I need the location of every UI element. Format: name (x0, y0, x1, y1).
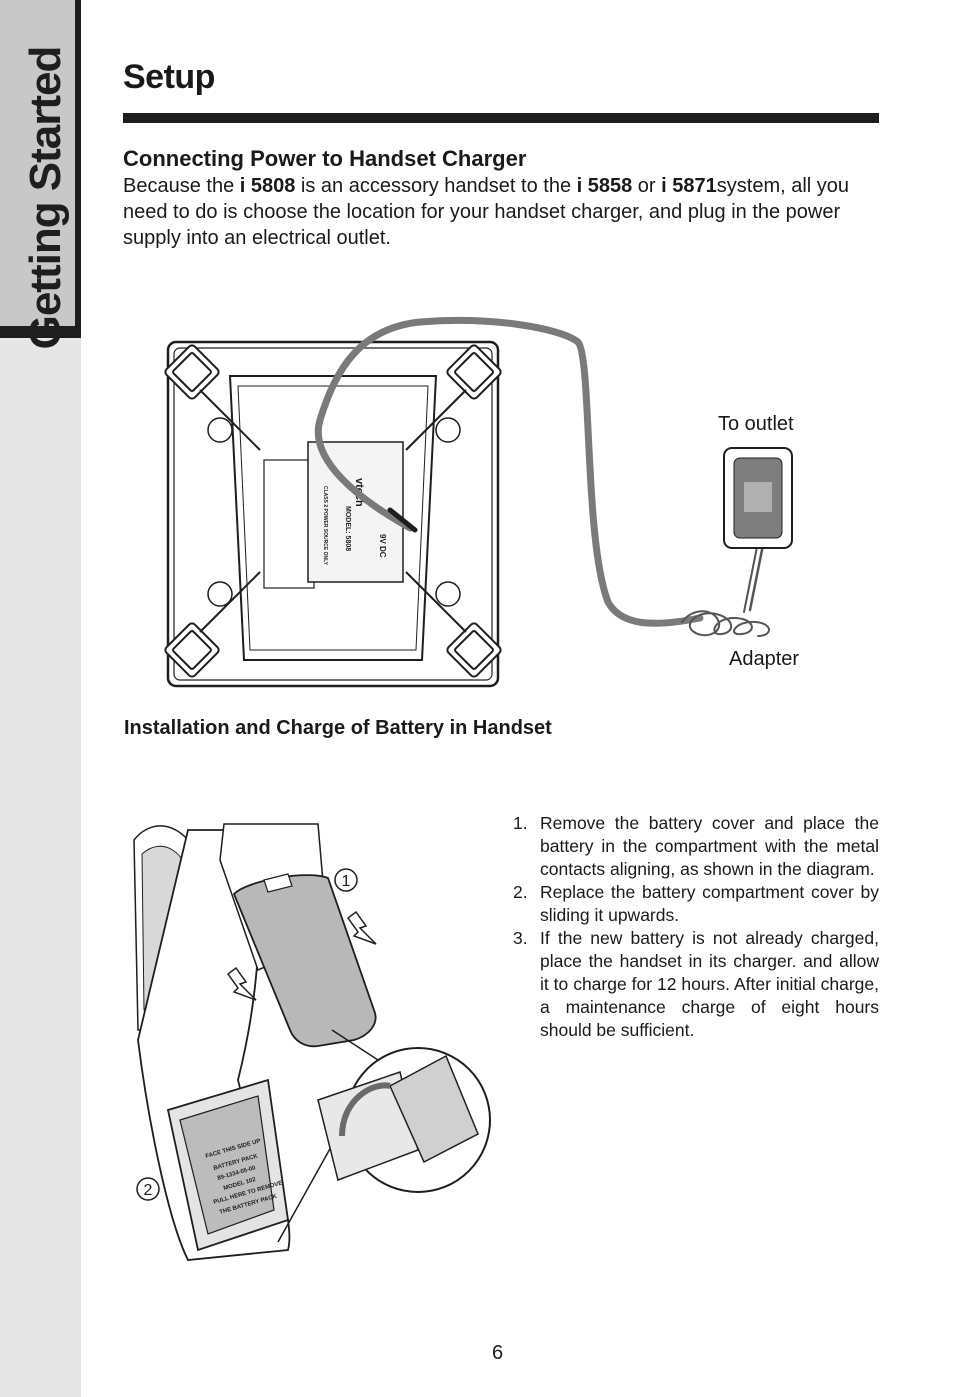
sidebar: Getting Started (0, 0, 81, 1397)
sidebar-label: Getting Started (21, 46, 70, 350)
model-base-1: i 5858 (576, 175, 633, 197)
step-number: 3. (513, 928, 528, 948)
charger-label-line-2: MODEL: 5808 (344, 506, 351, 551)
callout-2-number: 2 (144, 1182, 153, 1199)
step-text: Remove the battery cover and place the b… (540, 813, 879, 879)
wall-adapter (723, 447, 793, 549)
power-cord (314, 316, 770, 637)
step-item: 2. Replace the battery compartment cover … (513, 881, 879, 927)
intro-text-4: system, all you need to do is choose the… (123, 175, 850, 249)
title-rule (123, 113, 879, 123)
outlet-label: To outlet (718, 413, 794, 435)
charger-label-line-3: 9V DC (378, 534, 387, 558)
charger-diagram: vtech MODEL: 5808 9V DC CLASS 2 POWER SO… (164, 316, 793, 688)
model-base-2: i 5871 (661, 175, 717, 197)
intro-text-1: Because the (123, 175, 240, 197)
battery-diagram: FACE THIS SIDE UP BATTERY PACK 89-1334-0… (133, 823, 491, 1261)
model-accessory: i 5808 (239, 175, 296, 197)
sidebar-tab: Getting Started (0, 0, 81, 349)
charger-feet (164, 344, 502, 678)
adapter-label: Adapter (729, 648, 800, 670)
step-item: 1. Remove the battery cover and place the… (513, 812, 879, 881)
callout-badges: 1 2 (136, 868, 358, 1201)
section-heading-power: Connecting Power to Handset Charger (123, 146, 527, 171)
step-number: 1. (513, 813, 528, 833)
step-text: Replace the battery compartment cover by… (540, 882, 879, 925)
page-title: Setup (123, 58, 215, 96)
zoom-callout (277, 1029, 491, 1243)
section-heading-battery: Installation and Charge of Battery in Ha… (124, 717, 552, 739)
intro-text-3: or (632, 175, 662, 197)
step-item: 3. If the new battery is not already char… (513, 927, 879, 1042)
intro-text-2: is an accessory handset to the (295, 175, 577, 197)
battery-cover (232, 873, 377, 1048)
intro-paragraph: Because the i 5808 is an accessory hands… (123, 173, 883, 251)
page-number: 6 (492, 1342, 504, 1364)
step-number: 2. (513, 882, 528, 902)
callout-1-number: 1 (342, 873, 351, 890)
battery-steps-list: 1. Remove the battery cover and place the… (513, 812, 879, 1042)
charger-label-line-4: CLASS 2 POWER SOURCE ONLY (322, 486, 328, 566)
slide-arrows (226, 910, 377, 1001)
sidebar-tab-inner (0, 0, 75, 326)
step-text: If the new battery is not already charge… (540, 928, 879, 1040)
